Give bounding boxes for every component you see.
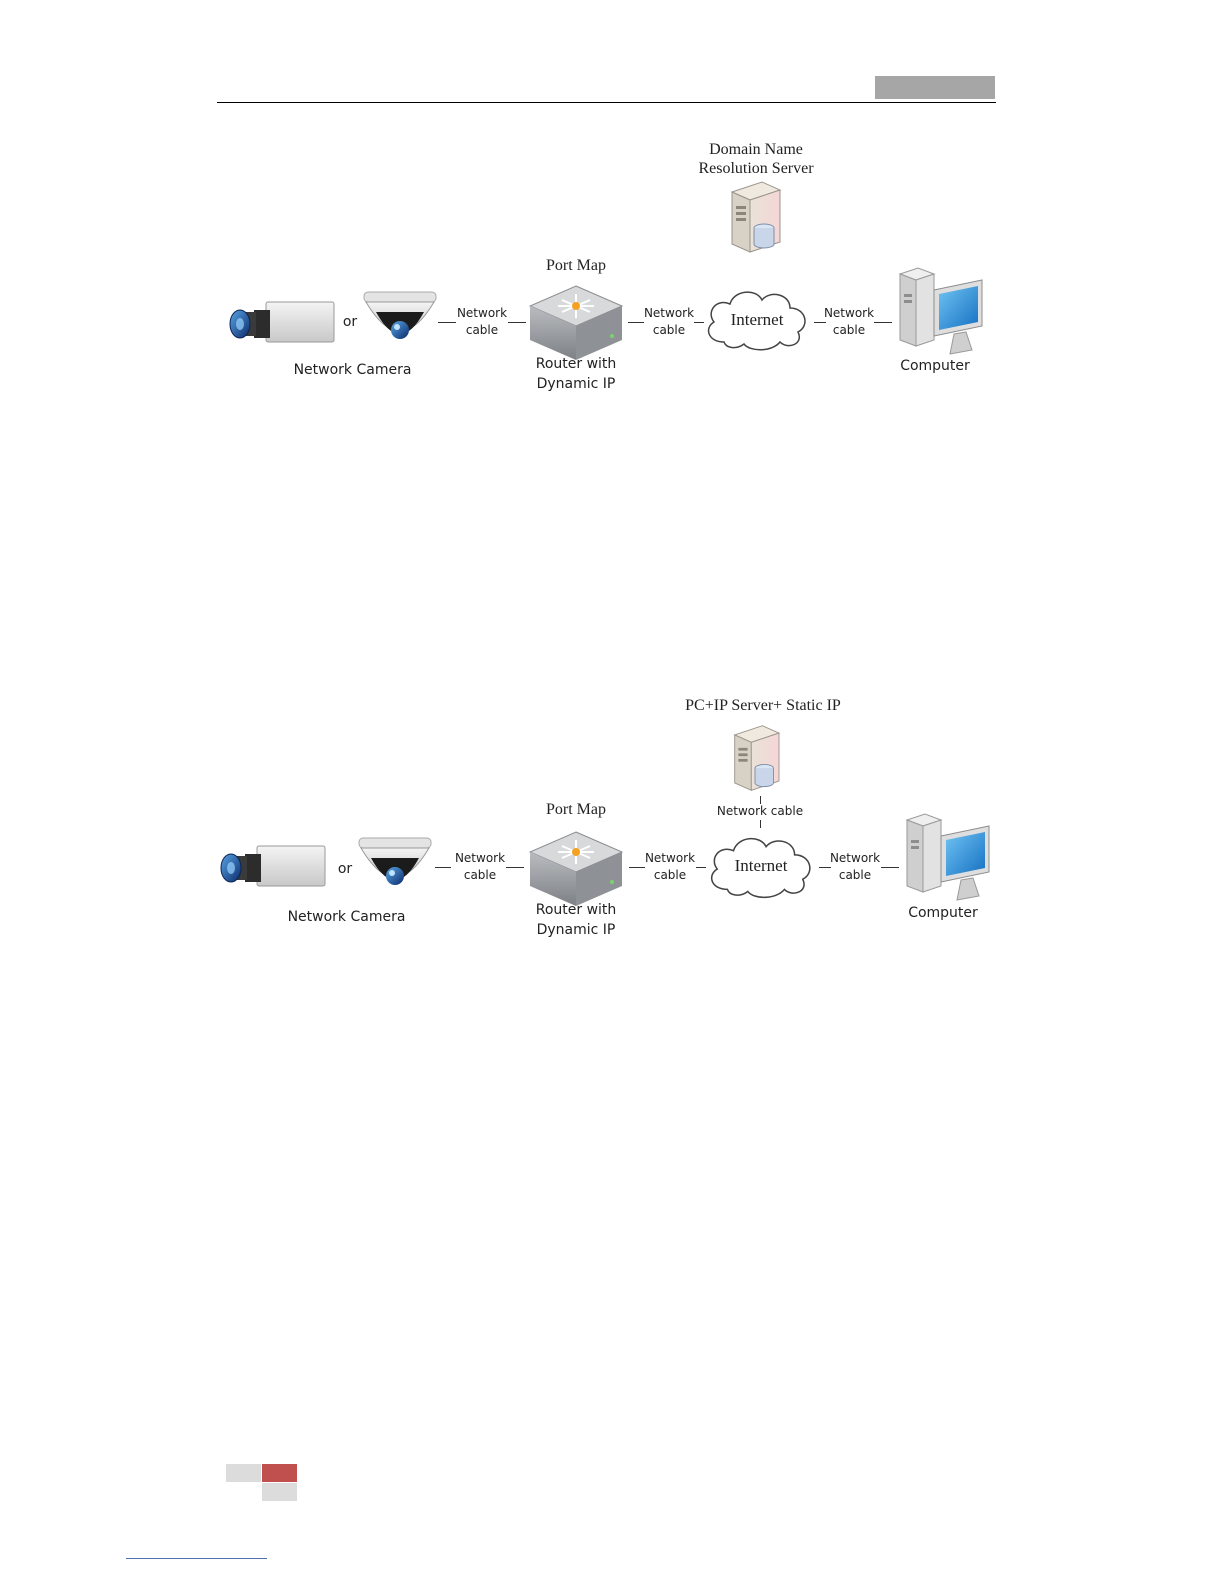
footer-decoration bbox=[262, 1483, 297, 1501]
cable-label-internet-computer: Network cable bbox=[825, 850, 885, 884]
server-cable-label: Network cable bbox=[705, 803, 815, 820]
cable-line bbox=[881, 867, 899, 868]
or-label: or bbox=[335, 859, 355, 879]
box-camera-icon bbox=[219, 838, 329, 898]
footer-decoration-accent bbox=[262, 1464, 297, 1482]
cable-label-internet-computer: Network cable bbox=[819, 305, 879, 339]
router-icon bbox=[528, 284, 624, 364]
dns-server-label: Domain Name Resolution Server bbox=[680, 140, 832, 178]
camera-label: Network Camera bbox=[274, 907, 419, 927]
camera-label: Network Camera bbox=[280, 360, 425, 380]
box-camera-icon bbox=[228, 294, 338, 354]
cable-line bbox=[508, 322, 526, 323]
router-label: Router with Dynamic IP bbox=[520, 354, 632, 394]
internet-label: Internet bbox=[717, 310, 797, 330]
or-label: or bbox=[340, 312, 360, 332]
dns-server-icon bbox=[722, 178, 786, 256]
cable-line bbox=[435, 867, 451, 868]
computer-label: Computer bbox=[898, 903, 988, 923]
cable-line bbox=[506, 867, 524, 868]
header-rule bbox=[217, 102, 996, 103]
port-map-label: Port Map bbox=[526, 256, 626, 275]
cable-label-camera-router: Network cable bbox=[450, 850, 510, 884]
computer-icon bbox=[894, 264, 986, 356]
diagram-static-ip-server: PC+IP Server+ Static IP Network cable Po… bbox=[205, 690, 1005, 950]
cable-line bbox=[874, 322, 892, 323]
cable-label-camera-router: Network cable bbox=[452, 305, 512, 339]
cable-label-router-internet: Network cable bbox=[640, 850, 700, 884]
dome-camera-icon bbox=[360, 290, 440, 354]
dome-camera-icon bbox=[355, 836, 435, 900]
cable-label-router-internet: Network cable bbox=[639, 305, 699, 339]
ip-server-icon bbox=[723, 722, 787, 794]
ip-server-label: PC+IP Server+ Static IP bbox=[665, 696, 861, 715]
server-cable-line bbox=[760, 820, 761, 828]
computer-label: Computer bbox=[890, 356, 980, 376]
router-icon bbox=[528, 830, 624, 910]
computer-icon bbox=[901, 810, 993, 902]
router-label: Router with Dynamic IP bbox=[520, 900, 632, 940]
footer-link-underline bbox=[126, 1558, 267, 1559]
diagram-dynamic-dns: Domain Name Resolution Server Port Map o… bbox=[210, 132, 1000, 407]
footer-decoration bbox=[226, 1464, 261, 1482]
header-tab bbox=[875, 76, 995, 99]
internet-label: Internet bbox=[721, 856, 801, 876]
port-map-label: Port Map bbox=[526, 800, 626, 819]
